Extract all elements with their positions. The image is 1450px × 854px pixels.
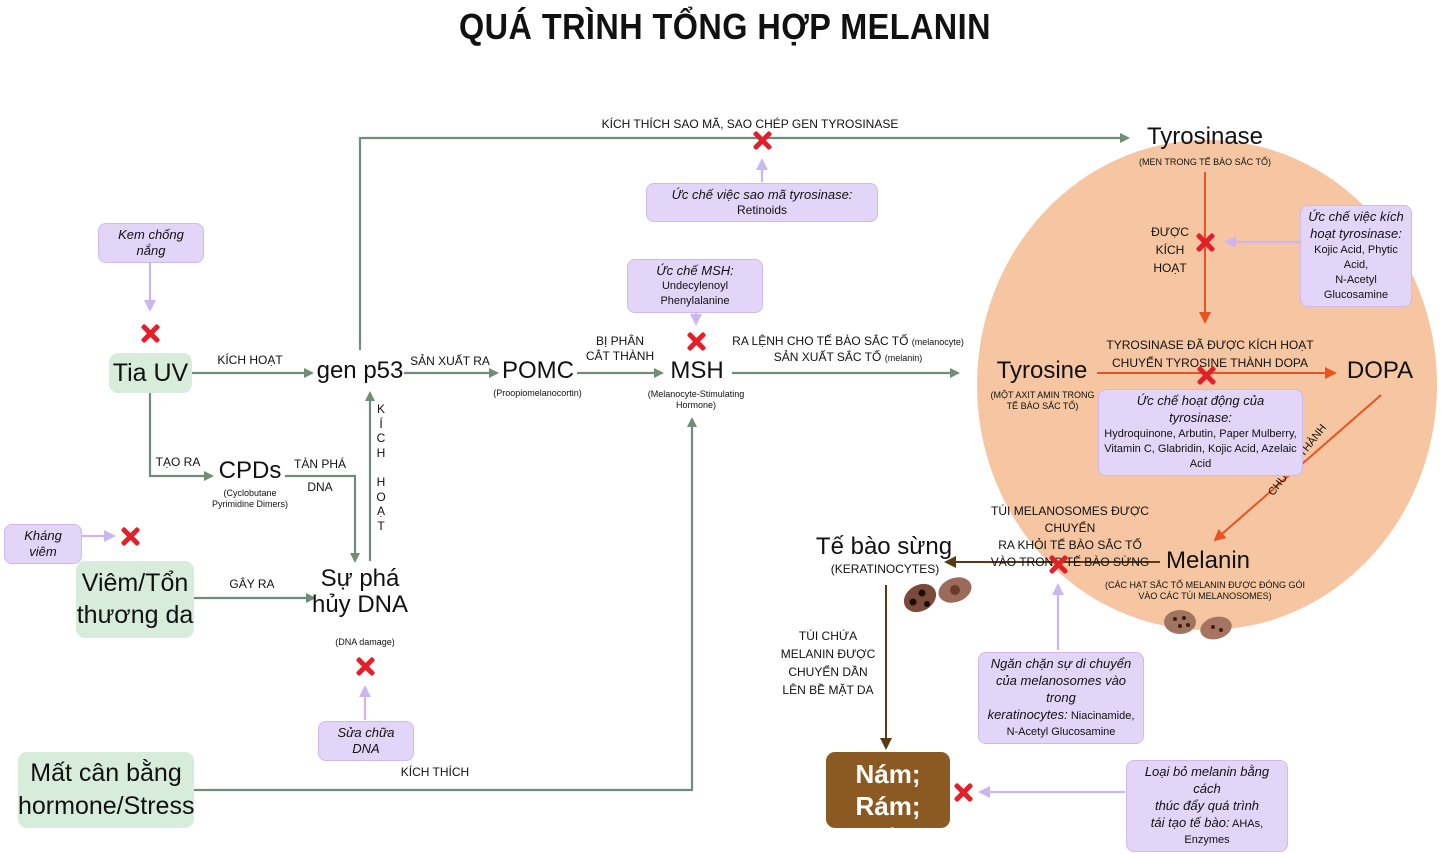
hormone-box: Mất cân bằng hormone/Stress: [18, 752, 194, 828]
msh-node: MSH: [670, 357, 724, 384]
block-x-retinoids: [752, 130, 772, 150]
block-x-anti-inflammatory: [120, 526, 140, 546]
melanosome-icons: [903, 577, 1232, 640]
page-title: QUÁ TRÌNH TỔNG HỢP MELANIN: [459, 6, 991, 47]
cpds-node: CPDs: [218, 457, 282, 484]
inflammation-line-1: Viêm/Tổn: [81, 569, 189, 597]
label-create: TẠO RA: [155, 455, 201, 469]
label-activate: KÍCH HOẠT: [217, 353, 283, 367]
block-x-tyrosinase-activity: [1196, 365, 1216, 385]
vertical-letter: O: [376, 489, 386, 504]
inhibitor-dna-repair: Sửa chữa DNA: [318, 721, 414, 761]
label-stimulate-transcription: KÍCH THÍCH SAO MÃ, SAO CHÉP GEN TYROSINA…: [601, 117, 899, 131]
inflammation-box: Viêm/Tổn thương da: [76, 561, 194, 638]
block-x-removal: [953, 782, 973, 802]
dna-damage-subtitle: (DNA damage): [335, 637, 395, 647]
block-x-sunscreen: [140, 323, 160, 343]
inhibitor-sunscreen: Kem chống nắng: [98, 223, 204, 263]
result-box: Nám; Rám;Thâm: [826, 752, 950, 853]
label-cause: GÂY RA: [229, 577, 275, 591]
vertical-letter: K: [376, 402, 385, 416]
block-x-dna-repair: [355, 656, 375, 676]
vertical-letter: H: [376, 474, 386, 489]
vertical-letter: H: [376, 445, 386, 460]
vertical-letter: C: [376, 431, 386, 446]
keratinocyte-node: Tế bào sừng: [815, 533, 953, 560]
vertical-letter: T: [377, 518, 385, 533]
inhibitor-tyrosinase-activity: Ức chế hoạt động của tyrosinase: Hydroqu…: [1098, 389, 1303, 476]
arrow-uv-cpds: [148, 393, 214, 481]
inhibitor-msh: Ức chế MSH:Undecylenoyl Phenylalanine: [627, 259, 763, 313]
melanin-node: Melanin: [1165, 547, 1251, 574]
arrow-p53-tyrosinase: [358, 133, 1130, 350]
vertical-letter: Ạ: [376, 504, 385, 519]
uv-box: Tia UV: [109, 353, 192, 393]
inhibitor-retinoids: Ức chế việc sao mã tyrosinase: Retinoids: [646, 183, 878, 222]
label-produce: SẢN XUẤT RA: [410, 354, 490, 368]
vertical-letter: [374, 460, 388, 475]
pomc-subtitle: (Proopiomelanocortin): [493, 388, 582, 398]
arrow-cpds-dna: [285, 474, 360, 563]
tyrosinase-subtitle: (MEN TRONG TẾ BÀO SẮC TỐ): [1138, 157, 1272, 167]
inhibitor-anti-inflammatory: Kháng viêm: [4, 524, 82, 564]
hormone-line-1: Mất cân bằng: [30, 759, 182, 787]
hormone-line-2: hormone/Stress: [18, 792, 195, 820]
block-x-tyrosinase-activation: [1195, 232, 1215, 252]
block-x-transfer: [1048, 554, 1068, 574]
arrow-hormone-msh: [194, 417, 697, 792]
tyrosine-node: Tyrosine: [996, 357, 1088, 384]
pomc-node: POMC: [502, 357, 574, 384]
label-stimulate: KÍCH THÍCH: [400, 765, 470, 779]
inflammation-line-2: thương da: [76, 601, 194, 629]
block-x-msh: [686, 331, 706, 351]
keratinocyte-subtitle: (KERATINOCYTES): [830, 562, 940, 576]
label-command: RA LỆNH CHO TẾ BÀO SẮC TỐ (melanocyte) S…: [732, 334, 964, 364]
gen-p53-node: gen p53: [316, 357, 404, 384]
vertical-letter: Í: [379, 416, 383, 431]
tyrosinase-node: Tyrosinase: [1146, 123, 1264, 150]
dopa-node: DOPA: [1346, 357, 1414, 384]
